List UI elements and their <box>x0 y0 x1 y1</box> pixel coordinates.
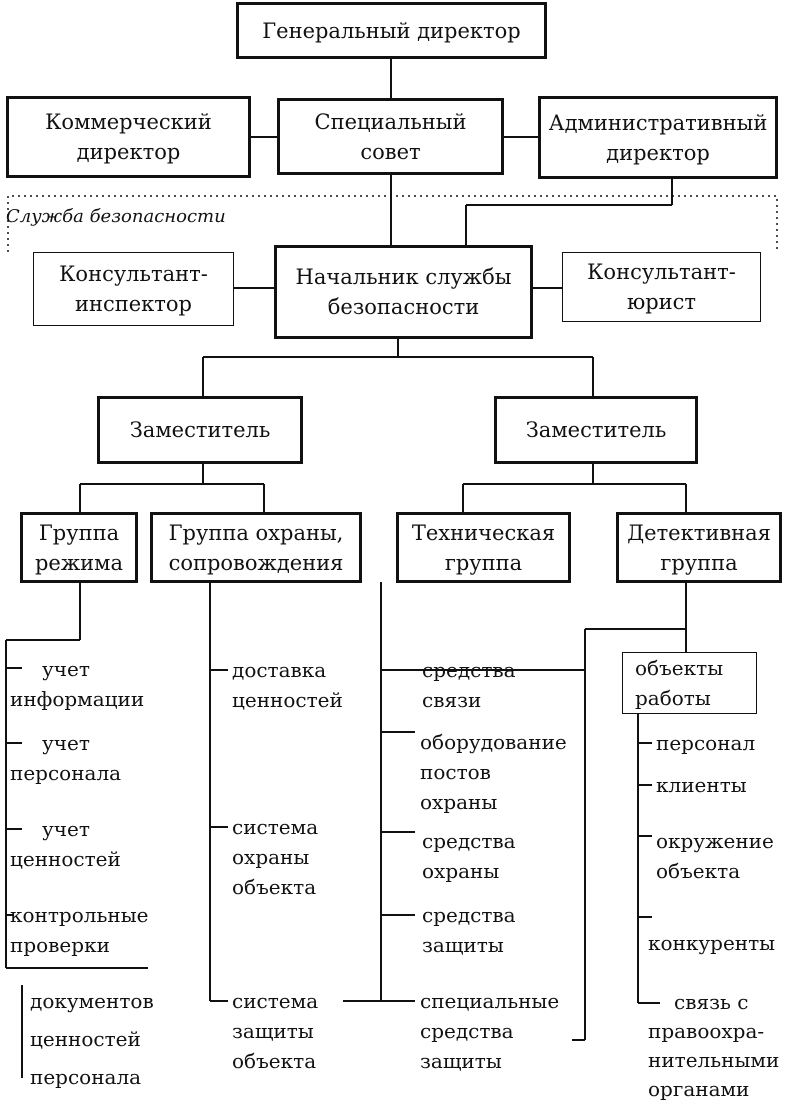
regime-item-4-line2: проверки <box>10 933 110 957</box>
deputy-left-label: Заместитель <box>129 418 271 442</box>
special-council-line1: Специальный <box>314 109 467 134</box>
technical-item-4-line1: средства <box>422 903 516 927</box>
commercial-director-box: Коммерческий директор <box>6 96 251 178</box>
regime-group-box: Группа режима <box>20 512 138 583</box>
regime-item-2-line2: персонала <box>10 761 122 785</box>
regime-item-4-line1: контрольные <box>10 903 149 927</box>
technical-item-5-line1: специальные <box>420 989 560 1013</box>
detective-item-3-line2: объекта <box>656 859 741 883</box>
technical-item-3-line1: средства <box>422 829 516 853</box>
admin-director-line2: директор <box>606 140 710 165</box>
technical-item-4-line2: защиты <box>422 933 504 957</box>
detective-item-1: персонал <box>656 731 756 755</box>
guard-item-1-line1: доставка <box>232 658 327 682</box>
technical-item-4: средства защиты <box>422 900 516 960</box>
detective-item-3: окружение объекта <box>656 826 774 886</box>
technical-item-3-line2: охраны <box>422 859 500 883</box>
detective-item-5-line4: органами <box>648 1077 750 1100</box>
guard-item-2-line2: охраны <box>232 845 310 869</box>
security-head-line2: безопасности <box>327 295 480 319</box>
technical-item-1: средства связи <box>422 655 516 715</box>
detective-objects-line1: объекты <box>635 656 724 680</box>
technical-group-box: Техническая группа <box>396 512 571 583</box>
technical-item-2: оборудование постов охраны <box>420 727 567 817</box>
technical-item-2-line3: охраны <box>420 790 498 814</box>
technical-item-1-line2: связи <box>422 688 482 712</box>
deputy-right-label: Заместитель <box>525 418 667 442</box>
guard-item-2-line3: объекта <box>232 875 317 899</box>
detective-item-5: связь с правоохра- нительными органами <box>648 988 779 1100</box>
guard-item-3-line3: объекта <box>232 1049 317 1073</box>
regime-item-2-line1: учет <box>42 731 90 755</box>
technical-item-5-line3: защиты <box>420 1049 502 1073</box>
technical-item-5: специальные средства защиты <box>420 986 559 1076</box>
technical-item-2-line2: постов <box>420 760 491 784</box>
technical-group-line1: Техническая <box>411 520 556 545</box>
admin-director-box: Административный директор <box>538 96 778 179</box>
guard-group-line2: сопровождения <box>168 550 344 575</box>
consultant-lawyer-line1: Консультант- <box>587 260 736 284</box>
detective-item-2: клиенты <box>656 773 747 797</box>
technical-item-3: средства охраны <box>422 826 516 886</box>
consultant-lawyer-box: Консультант- юрист <box>562 252 761 322</box>
regime-item-2: учет персонала <box>10 728 121 788</box>
regime-sub-item-3: персонала <box>30 1065 142 1089</box>
detective-item-5-line3: нительными <box>648 1048 780 1072</box>
technical-item-2-line1: оборудование <box>420 730 567 754</box>
commercial-director-line1: Коммерческий <box>45 110 212 134</box>
security-head-box: Начальник службы безопасности <box>274 245 533 339</box>
technical-item-5-line2: средства <box>420 1019 514 1043</box>
guard-item-2-line1: система <box>232 815 319 839</box>
detective-item-5-line1: связь с <box>674 990 749 1014</box>
detective-objects-line2: работы <box>635 686 711 710</box>
deputy-left-box: Заместитель <box>97 396 303 464</box>
technical-group-line2: группа <box>444 550 523 575</box>
detective-group-line2: группа <box>660 550 738 575</box>
regime-group-line1: Группа <box>38 520 120 545</box>
special-council-box: Специальный совет <box>277 98 504 175</box>
detective-item-5-line2: правоохра- <box>648 1019 765 1043</box>
regime-item-1-line2: информации <box>10 687 145 711</box>
detective-item-4: конкуренты <box>648 931 776 955</box>
special-council-line2: совет <box>360 139 421 164</box>
consultant-lawyer-line2: юрист <box>626 290 697 314</box>
consultant-inspector-line1: Консультант- <box>59 262 208 286</box>
general-director-label: Генеральный директор <box>262 18 521 43</box>
regime-item-3-line1: учет <box>42 817 90 841</box>
guard-item-1-line2: ценностей <box>232 688 343 712</box>
guard-item-1: доставка ценностей <box>232 655 343 715</box>
general-director-box: Генеральный директор <box>236 2 547 59</box>
technical-item-1-line1: средства <box>422 658 516 682</box>
admin-director-line1: Административный <box>548 110 768 135</box>
consultant-inspector-line2: инспектор <box>74 292 192 316</box>
guard-group-box: Группа охраны, сопровождения <box>150 512 362 583</box>
detective-group-line1: Детективная <box>627 520 771 545</box>
guard-item-2: система охраны объекта <box>232 812 318 902</box>
regime-item-4: контрольные проверки <box>10 900 148 960</box>
detective-objects-box: объекты работы <box>622 652 757 714</box>
regime-item-3-line2: ценностей <box>10 847 121 871</box>
regime-group-line2: режима <box>34 550 124 575</box>
regime-item-3: учет ценностей <box>10 814 121 874</box>
security-service-label: Служба безопасности <box>6 206 226 227</box>
regime-sub-item-1: документов <box>30 989 154 1013</box>
detective-group-box: Детективная группа <box>616 512 782 583</box>
regime-item-1: учет информации <box>10 654 144 714</box>
detective-item-3-line1: окружение <box>656 829 774 853</box>
guard-group-line1: Группа охраны, <box>168 520 344 545</box>
security-head-line1: Начальник службы <box>295 265 512 289</box>
regime-sub-item-2: ценностей <box>30 1027 141 1051</box>
guard-item-3-line1: система <box>232 989 319 1013</box>
commercial-director-line2: директор <box>76 140 181 164</box>
guard-item-3-line2: защиты <box>232 1019 314 1043</box>
deputy-right-box: Заместитель <box>494 396 698 464</box>
guard-item-3: система защиты объекта <box>232 986 318 1076</box>
regime-item-1-line1: учет <box>42 657 90 681</box>
consultant-inspector-box: Консультант- инспектор <box>33 252 234 326</box>
